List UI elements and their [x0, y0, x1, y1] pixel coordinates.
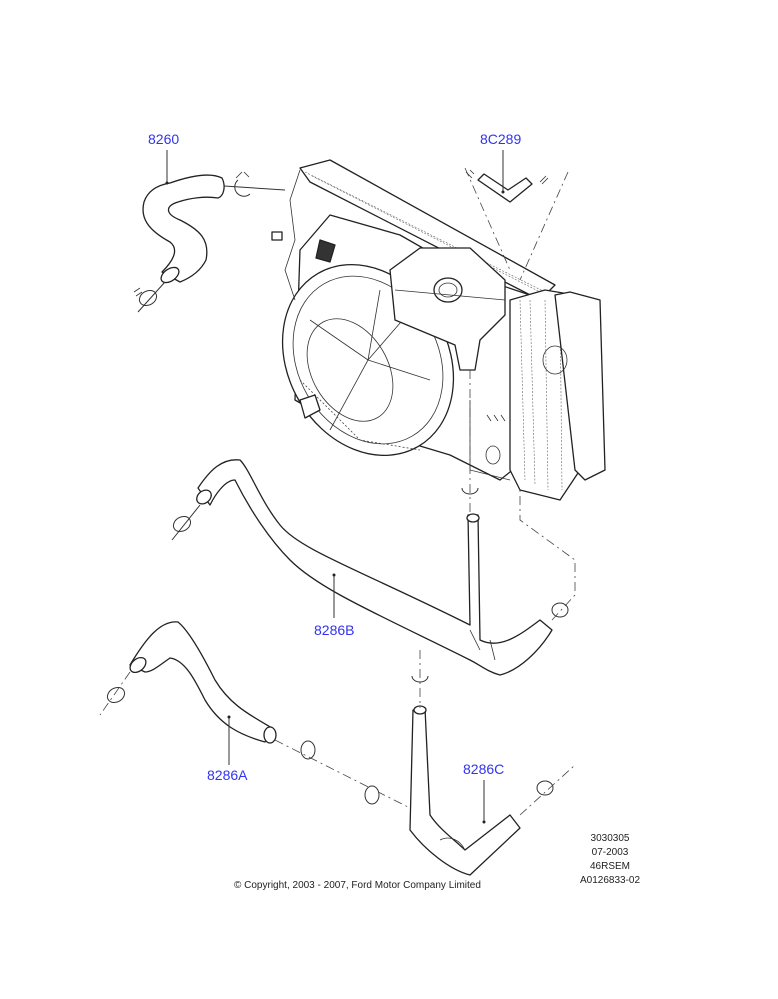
- clamp-8286C-right[interactable]: [536, 780, 554, 796]
- hose-8C289[interactable]: [477, 173, 533, 203]
- clamp-8286C-left[interactable]: [364, 785, 380, 805]
- clamp-8286B-right[interactable]: [551, 602, 569, 618]
- clamp-8260-lower[interactable]: [133, 287, 159, 308]
- hose-8286A[interactable]: [127, 621, 277, 744]
- reference-line-4: A0126833-02: [579, 875, 641, 886]
- callout-8286C[interactable]: 8286C: [463, 761, 504, 777]
- hose-8286C[interactable]: [409, 705, 521, 876]
- reference-line-1: 3030305: [590, 833, 630, 844]
- callout-8286A[interactable]: 8286A: [207, 767, 247, 783]
- clamp-8286C-top[interactable]: [411, 675, 429, 683]
- callout-label: 8260: [148, 131, 180, 147]
- hose-8286B[interactable]: [194, 459, 553, 676]
- callout-label: 8286B: [314, 622, 355, 638]
- callout-8286B[interactable]: 8286B: [314, 622, 354, 638]
- reference-line-2: 07-2003: [591, 847, 629, 858]
- callout-label: 8C289: [480, 131, 522, 147]
- callout-8260[interactable]: 8260: [148, 131, 179, 147]
- callout-8C289[interactable]: 8C289: [480, 131, 521, 147]
- clamp-8286B-left[interactable]: [171, 513, 194, 534]
- clamp-8286A-right[interactable]: [300, 740, 316, 760]
- hose-8260[interactable]: [142, 174, 225, 286]
- clamp-8286A-left[interactable]: [105, 684, 128, 705]
- clamp-8260-upper[interactable]: [234, 171, 251, 197]
- copyright-notice: © Copyright, 2003 - 2007, Ford Motor Com…: [234, 880, 481, 891]
- radiator-fan-assembly: [271, 159, 606, 501]
- callout-label: 8286A: [207, 767, 248, 783]
- callout-label: 8286C: [463, 761, 505, 777]
- drawing-reference-block: 3030305 07-2003 46RSEM A0126833-02: [560, 832, 660, 888]
- reference-line-3: 46RSEM: [589, 861, 630, 872]
